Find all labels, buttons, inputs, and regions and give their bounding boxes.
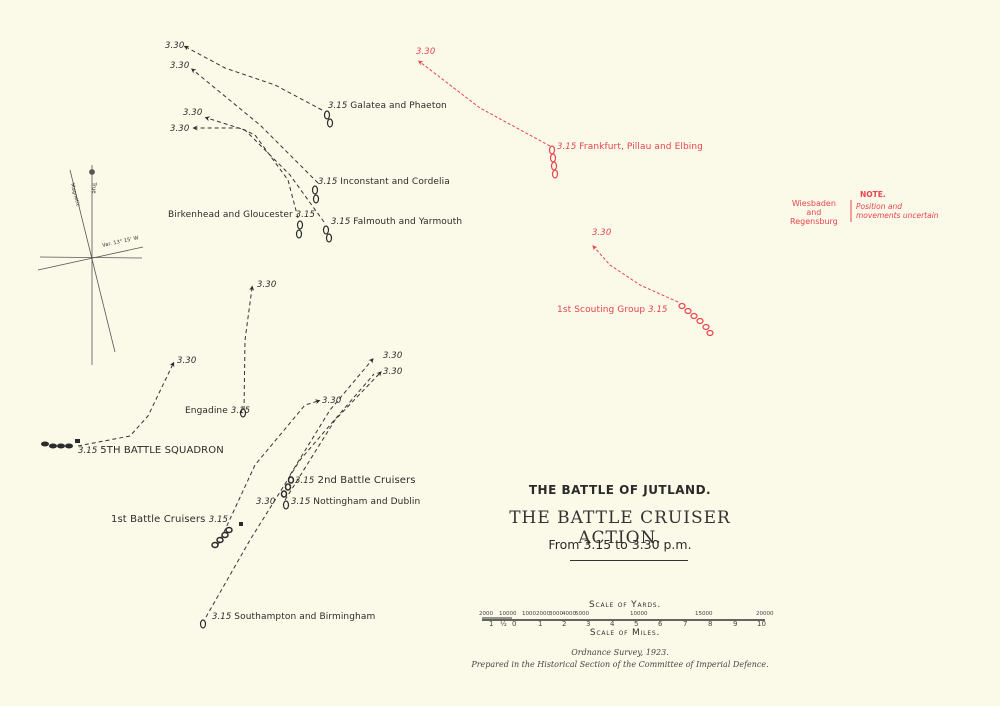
unit-nottingham-dublin: 3.15 Nottingham and Dublin: [291, 497, 421, 507]
mile-tick: 5: [634, 620, 639, 628]
unit-5th-battle-squadron: 3.15 5th Battle Squadron: [78, 445, 224, 456]
unit-engadine: Engadine 3.15: [185, 406, 251, 416]
credits-prepared: Prepared in the Historical Section of th…: [471, 660, 769, 669]
time-label: 3.30: [383, 351, 403, 361]
mile-tick: 9: [733, 620, 738, 628]
british-tracks: [77, 45, 382, 618]
mile-tick: 1: [489, 620, 494, 628]
yard-tick: 20000: [756, 611, 774, 617]
yard-tick: 2000: [536, 611, 550, 617]
mile-tick: 7: [683, 620, 688, 628]
time-label: 3.30: [383, 367, 403, 377]
compass-rose: [37, 165, 144, 365]
map-subtitle: THE BATTLE CRUISER ACTION.: [509, 508, 731, 548]
unit-galatea-phaeton: 3.15 Galatea and Phaeton: [328, 101, 447, 111]
german-tracks: [418, 60, 679, 303]
scale-miles-title: Scale of Miles.: [589, 628, 661, 638]
yard-tick: 0: [513, 611, 517, 617]
time-label: 3.30: [592, 228, 612, 238]
note-heading: NOTE.: [860, 190, 886, 199]
unit-southampton-birmingham: 3.15 Southampton and Birmingham: [212, 612, 376, 622]
yard-tick: 10000: [630, 611, 648, 617]
scale-bar: [482, 617, 765, 621]
mile-tick: 6: [658, 620, 663, 628]
note-text: Position and movements uncertain: [856, 202, 939, 220]
yard-tick: 4000: [562, 611, 576, 617]
time-label: 3.30: [170, 61, 190, 71]
mile-tick: ½: [500, 620, 507, 628]
unit-birkenhead-gloucester: Birkenhead and Gloucester 3.15: [168, 210, 316, 220]
time-label: 3.30: [257, 280, 277, 290]
yard-tick: 15000: [695, 611, 713, 617]
mile-tick: 4: [610, 620, 615, 628]
map-title: THE BATTLE OF JUTLAND.: [528, 483, 712, 497]
time-label: 3.30: [170, 124, 190, 134]
yard-tick: 3000: [549, 611, 563, 617]
unit-2nd-battle-cruisers: 3.15 2nd Battle Cruisers: [295, 475, 416, 486]
yard-tick: 1000: [499, 611, 513, 617]
time-label: 3.30: [256, 497, 276, 507]
credits-ordnance: Ordnance Survey, 1923.: [571, 648, 669, 657]
time-label: 3.30: [165, 41, 185, 51]
yard-tick: 1000: [522, 611, 536, 617]
mile-tick: 3: [586, 620, 591, 628]
unit-inconstant-cordelia: 3.15 Inconstant and Cordelia: [318, 177, 450, 187]
unit-falmouth-yarmouth: 3.15 Falmouth and Yarmouth: [331, 217, 463, 227]
battle-cruiser-icons: [41, 439, 80, 449]
map-time-range: From 3.15 to 3.30 p.m.: [548, 537, 692, 552]
time-label: 3.30: [322, 396, 342, 406]
yard-tick: 5000: [575, 611, 589, 617]
scale-yards-title: Scale of Yards.: [588, 600, 662, 610]
title-rule: [570, 560, 688, 561]
mile-tick: 1: [538, 620, 543, 628]
time-label: 3.30: [177, 356, 197, 366]
compass-true-label: True: [90, 182, 97, 194]
yard-tick: 2000: [479, 611, 493, 617]
mile-tick: 2: [562, 620, 567, 628]
mile-tick: 0: [512, 620, 517, 628]
german-ship-icons: [548, 145, 714, 337]
unit-1st-scouting-group: 1st Scouting Group 3.15: [557, 305, 668, 315]
unit-1st-battle-cruisers: 1st Battle Cruisers 3.15: [111, 514, 229, 525]
mile-tick: 8: [708, 620, 713, 628]
unit-frankfurt-pillau-elbing: 3.15 Frankfurt, Pillau and Elbing: [557, 142, 703, 152]
time-label: 3.30: [183, 108, 203, 118]
mile-tick: 10: [757, 620, 766, 628]
time-label: 3.30: [416, 47, 436, 57]
note-ships: Wiesbaden and Regensburg: [790, 199, 838, 226]
british-ship-icons: [199, 110, 334, 629]
